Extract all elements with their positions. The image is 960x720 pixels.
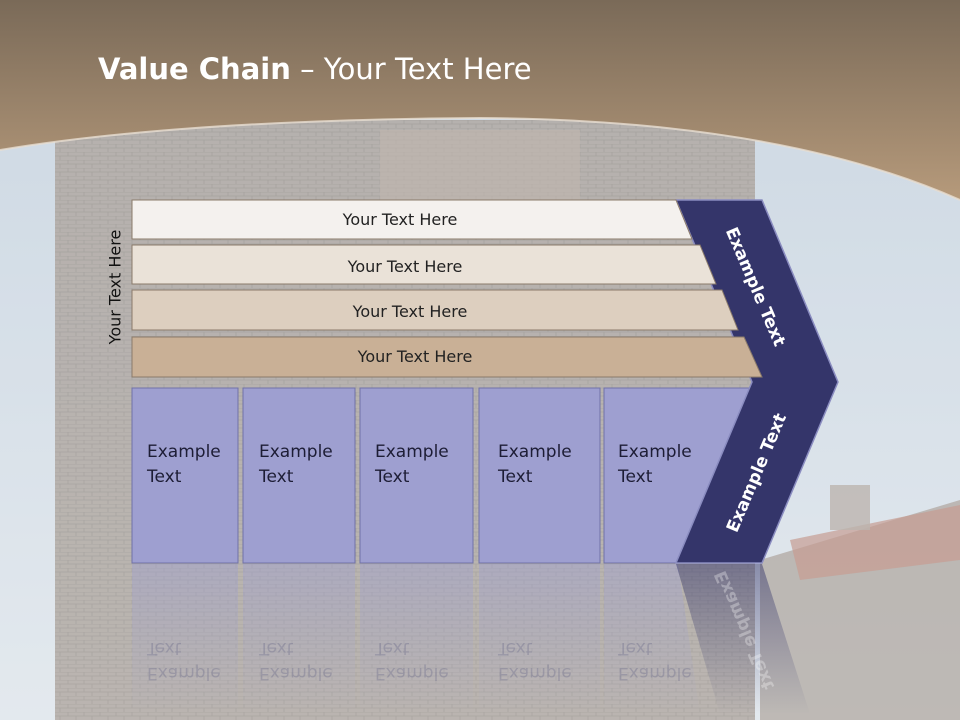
support-band-1: Your Text Here [132, 199, 692, 239]
page-title: Value Chain – Your Text Here [98, 52, 532, 86]
primary-cell-shape [478, 387, 601, 564]
support-band-label: Your Text Here [357, 346, 473, 366]
support-band-label: Your Text Here [347, 256, 463, 276]
primary-cell-reflection-shape [604, 564, 700, 714]
support-band-4: Your Text Here [132, 336, 722, 376]
support-band-shape [131, 199, 693, 240]
primary-cell-shape [131, 387, 239, 564]
support-band-3: Your Text Here [132, 291, 712, 331]
support-band-2: Your Text Here [132, 246, 702, 286]
primary-cell-reflection-shape [479, 564, 600, 714]
primary-cell-reflection-shape [132, 564, 238, 714]
support-band-shape [131, 244, 717, 285]
support-band-label: Your Text Here [352, 301, 468, 321]
primary-cell-shape [359, 387, 474, 564]
support-band-shape [131, 289, 739, 331]
primary-cell-shape [242, 387, 356, 564]
support-band-label: Your Text Here [342, 209, 458, 229]
primary-cell-reflection-shape [243, 564, 355, 714]
primary-cell-reflection-shape [360, 564, 473, 714]
support-band-shape [131, 336, 763, 378]
side-label: Your Text Here [105, 229, 125, 345]
chevron-reflection-shape [676, 564, 810, 714]
